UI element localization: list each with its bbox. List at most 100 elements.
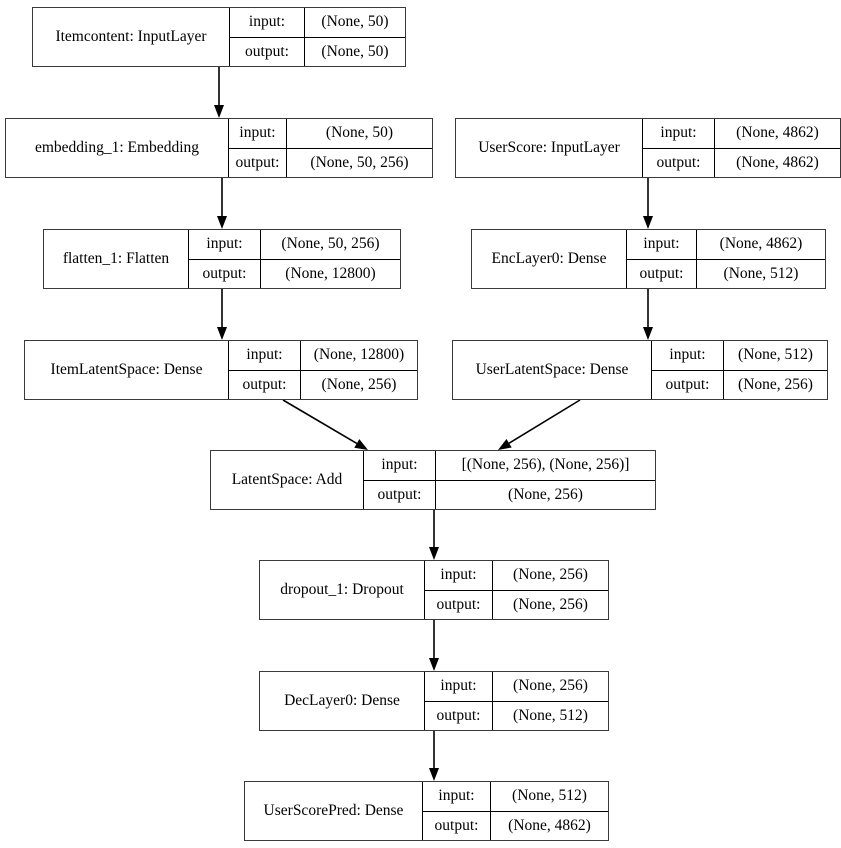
input-shape: (None, 50)	[321, 13, 389, 31]
input-shape: (None, 50, 256)	[281, 235, 380, 253]
output-row: output: (None, 256)	[652, 370, 827, 399]
node-io-table: input:(None, 50, 256)output: (None, 12800…	[188, 230, 400, 288]
node-label: flatten_1: Flatten	[62, 250, 170, 267]
output-label: output:	[425, 701, 493, 730]
node-label: UserScore: InputLayer	[478, 139, 620, 156]
edge-enclayer0-to-userlatentspace	[643, 289, 653, 340]
input-row: input: (None, 256)	[425, 672, 608, 702]
output-shape: (None, 50, 256)	[310, 153, 409, 171]
output-label: output:	[230, 37, 305, 66]
output-row: output:(None, 4862)	[643, 148, 840, 177]
node-label: LatentSpace: Add	[231, 471, 343, 488]
output-label: output:	[423, 811, 491, 840]
input-shape: (None, 50)	[325, 124, 394, 142]
node-io-table: input: (None, 256) output: (None, 256)	[424, 561, 608, 619]
node-label: DecLayer0: Dense	[284, 692, 400, 709]
input-shape: (None, 4862)	[736, 124, 819, 142]
output-shape: (None, 512)	[513, 706, 588, 724]
output-row: output: (None, 12800)	[189, 259, 400, 288]
output-label: output:	[189, 259, 261, 288]
input-label: input:	[230, 8, 305, 37]
node-flatten_1: flatten_1: Flatten input:(None, 50, 256)o…	[43, 229, 401, 289]
output-shape: (None, 4862)	[736, 153, 819, 171]
input-row: input: [(None, 256), (None, 256)]	[364, 451, 655, 481]
node-io-table: input: (None, 256) output: (None, 512)	[424, 672, 608, 730]
node-label: UserScorePred: Dense	[263, 802, 404, 819]
output-row: output:(None, 256)	[364, 480, 655, 509]
input-shape: (None, 256)	[513, 677, 588, 695]
node-latentspace: LatentSpace: Add input: [(None, 256), (Non…	[210, 450, 656, 510]
output-shape: (None, 4862)	[508, 816, 591, 834]
input-shape: (None, 512)	[738, 346, 813, 364]
input-shape: (None, 4862)	[719, 235, 803, 253]
edge-latentspace-to-dropout_1	[429, 510, 439, 560]
input-label: input:	[652, 341, 724, 370]
node-userlatentspace: UserLatentSpace: Dense input: (None, 512) o…	[452, 340, 828, 400]
output-label: output:	[229, 148, 287, 177]
output-label: output:	[627, 259, 697, 288]
input-shape: (None, 512)	[512, 787, 587, 805]
node-label: embedding_1: Embedding	[34, 139, 199, 156]
edge-dropout_1-to-declayer0	[429, 620, 439, 671]
node-enclayer0: EncLayer0: Dense input: (None, 4862) output…	[471, 229, 826, 289]
node-label: Itemcontent: InputLayer	[55, 28, 207, 45]
input-label: input:	[643, 119, 715, 148]
node-label: EncLayer0: Dense	[491, 250, 607, 267]
input-row: input: (None, 4862)	[643, 119, 840, 149]
input-label: input:	[423, 782, 491, 811]
input-label: input:	[364, 451, 436, 480]
output-row: output: (None, 512)	[425, 701, 608, 730]
input-row: input:(None, 50, 256)	[189, 230, 400, 260]
node-embedding_1: embedding_1: Embedding input: (None, 50) ou…	[5, 118, 433, 178]
output-row: output: (None, 256)	[425, 590, 608, 619]
input-label: input:	[627, 230, 697, 259]
edge-embedding_1-to-flatten_1	[217, 178, 227, 229]
node-declayer0: DecLayer0: Dense input: (None, 256) output:…	[259, 671, 609, 731]
node-label: dropout_1: Dropout	[280, 581, 404, 598]
output-shape: (None, 50)	[321, 42, 389, 60]
output-label: output:	[229, 370, 301, 399]
edge-userlatentspace-to-latentspace	[498, 399, 581, 450]
output-label: output:	[425, 590, 493, 619]
output-shape: (None, 256)	[508, 485, 583, 503]
node-io-table: input:(None, 4862)output:(None, 4862)	[642, 119, 840, 177]
input-label: input:	[425, 561, 493, 590]
input-label: input:	[229, 119, 287, 148]
node-io-table: input: (None, 4862) output: (None, 512)	[626, 230, 825, 288]
output-label: output:	[652, 370, 724, 399]
node-io-table: input: (None, 50) output: (None, 50, 256)	[228, 119, 432, 177]
input-row: input: (None, 256)	[425, 561, 608, 591]
input-row: input: (None, 50)	[229, 119, 432, 149]
input-row: input: (None, 512)	[652, 341, 827, 371]
edge-declayer0-to-userscorepred	[429, 731, 439, 781]
node-io-table: input: (None, 512) output: (None, 256)	[651, 341, 827, 399]
output-shape: (None, 256)	[738, 375, 813, 393]
input-label: input:	[229, 341, 301, 370]
node-label: ItemLatentSpace: Dense	[50, 361, 203, 378]
output-row: output: (None, 4862)	[423, 811, 608, 840]
input-row: input:(None, 12800)	[229, 341, 417, 371]
output-shape: (None, 512)	[723, 264, 799, 282]
node-io-table: input: [(None, 256), (None, 256)] output:(…	[363, 451, 655, 509]
node-itemlatentspace: ItemLatentSpace: Dense input:(None, 12800…	[24, 340, 418, 400]
output-row: output: (None, 512)	[627, 259, 825, 288]
node-label: UserLatentSpace: Dense	[475, 361, 629, 378]
node-userscorepred: UserScorePred: Dense input: (None, 512) out…	[244, 781, 609, 841]
output-row: output:(None, 256)	[229, 370, 417, 399]
input-row: input: (None, 50)	[230, 8, 405, 38]
output-shape: (None, 256)	[513, 595, 588, 613]
output-shape: (None, 12800)	[285, 264, 376, 282]
output-row: output: (None, 50, 256)	[229, 148, 432, 177]
input-label: input:	[425, 672, 493, 701]
input-shape: (None, 256)	[513, 566, 588, 584]
input-row: input: (None, 512)	[423, 782, 608, 812]
input-row: input: (None, 4862)	[627, 230, 825, 260]
node-itemcontent: Itemcontent: InputLayer input: (None, 50) o…	[32, 7, 406, 67]
edge-userscore-to-enclayer0	[643, 178, 653, 229]
node-io-table: input:(None, 12800)output:(None, 256)	[228, 341, 417, 399]
input-shape: [(None, 256), (None, 256)]	[461, 456, 630, 474]
edge-itemcontent-to-embedding_1	[214, 67, 224, 118]
edge-itemlatentspace-to-latentspace	[282, 399, 368, 450]
node-io-table: input: (None, 50) output: (None, 50)	[229, 8, 405, 66]
